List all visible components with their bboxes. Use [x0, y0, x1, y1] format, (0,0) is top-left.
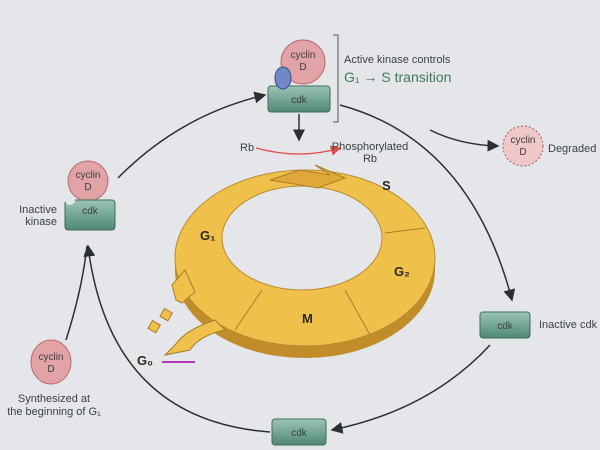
cyclin-label: cyclin — [75, 170, 100, 181]
active-kinase-caption: Active kinase controls — [344, 54, 451, 66]
cyclin-label: cyclin — [510, 135, 535, 146]
arrow-to-degraded — [429, 129, 500, 152]
rb-label: Rb — [240, 142, 254, 154]
arrow-cdk-to-bottom — [330, 344, 491, 434]
cyclin-label: cyclin — [38, 352, 63, 363]
inactive-kinase-label-2: kinase — [25, 216, 57, 228]
phase-g0: G₀ — [137, 353, 153, 368]
inactive-kinase-label: Inactive — [19, 204, 57, 216]
phosphorylated-rb-label: Phosphorylated — [332, 141, 408, 153]
inactive-cdk-label: Inactive cdk — [539, 319, 598, 331]
degraded-label: Degraded — [548, 143, 596, 155]
arrow-synth-to-inactive — [65, 245, 88, 341]
cdk-label: cdk — [82, 206, 99, 217]
phase-s: S — [382, 178, 391, 193]
arrow-bottom-to-inactive — [83, 244, 271, 433]
inactive-kinase-cdk — [64, 199, 116, 231]
g0-exit-arrow — [163, 319, 227, 356]
cdk-label: cdk — [497, 321, 514, 332]
cell-cycle-ring — [147, 164, 436, 363]
phosphorylated-rb-label-2: Rb — [363, 153, 377, 165]
cyclin-d-label: D — [299, 62, 306, 73]
degraded-cyclin — [502, 125, 544, 167]
synthesized-label-2: the beginning of G₁ — [7, 406, 101, 418]
cyclin-d-label: D — [84, 182, 91, 193]
inactive-kinase-cyclin — [67, 160, 109, 202]
inactive-cdk — [479, 311, 531, 339]
phase-m: M — [302, 311, 313, 326]
g1-s-transition-label: G₁ → S transition — [344, 69, 451, 85]
phase-g1: G₁ — [200, 228, 216, 243]
cdk-label: cdk — [291, 95, 308, 106]
cyclin-d-label: D — [519, 147, 526, 158]
free-cdk — [271, 418, 327, 446]
cyclin-label: cyclin — [290, 50, 315, 61]
cyclin-d-label: D — [47, 364, 54, 375]
rb-phosphorylation-arrow — [255, 145, 342, 156]
arrow-active-to-inactive-cdk — [339, 104, 516, 302]
synthesized-label: Synthesized at — [18, 393, 90, 405]
arrow-inactive-to-active — [117, 91, 267, 179]
cdk-label: cdk — [291, 428, 308, 439]
synthesized-cyclin — [30, 339, 72, 385]
phase-g2: G₂ — [394, 264, 410, 279]
active-kinase — [267, 39, 331, 113]
